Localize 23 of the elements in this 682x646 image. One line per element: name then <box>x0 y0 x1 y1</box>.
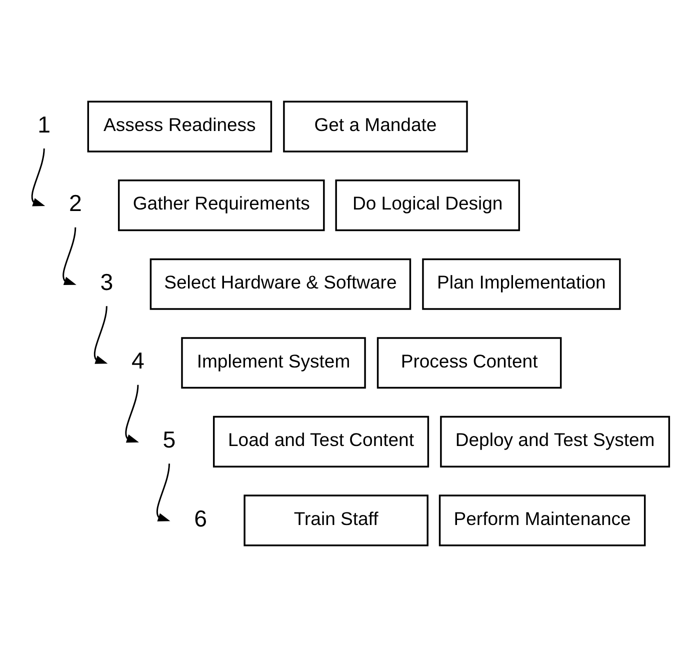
node-box: Plan Implementation <box>422 258 621 310</box>
node-box: Implement System <box>181 336 366 388</box>
node-text: 2 <box>68 190 82 216</box>
arrow <box>156 463 170 521</box>
node-text: 1 <box>38 110 51 137</box>
arrow <box>31 148 46 206</box>
node-box: Select Hardware & Software <box>150 258 412 310</box>
node-box: Get a Mandate <box>283 100 468 152</box>
arrow <box>94 306 108 364</box>
node-box: Load and Test Content <box>212 415 430 467</box>
arrow <box>125 384 139 442</box>
node-box: Perform Maintenance <box>438 494 646 546</box>
node-box: Gather Requirements <box>118 179 325 231</box>
node-box: Assess Readiness <box>87 100 272 152</box>
node-text: 3 <box>100 268 114 294</box>
node-text: 5 <box>162 426 176 452</box>
node-box: Do Logical Design <box>335 179 520 231</box>
arrow <box>62 226 76 285</box>
node-box: Deploy and Test System <box>440 415 670 467</box>
node-text: 4 <box>132 347 144 374</box>
node-text: 6 <box>194 504 207 531</box>
node-box: Train Staff <box>244 494 428 546</box>
node-box: Process Content <box>376 336 562 388</box>
